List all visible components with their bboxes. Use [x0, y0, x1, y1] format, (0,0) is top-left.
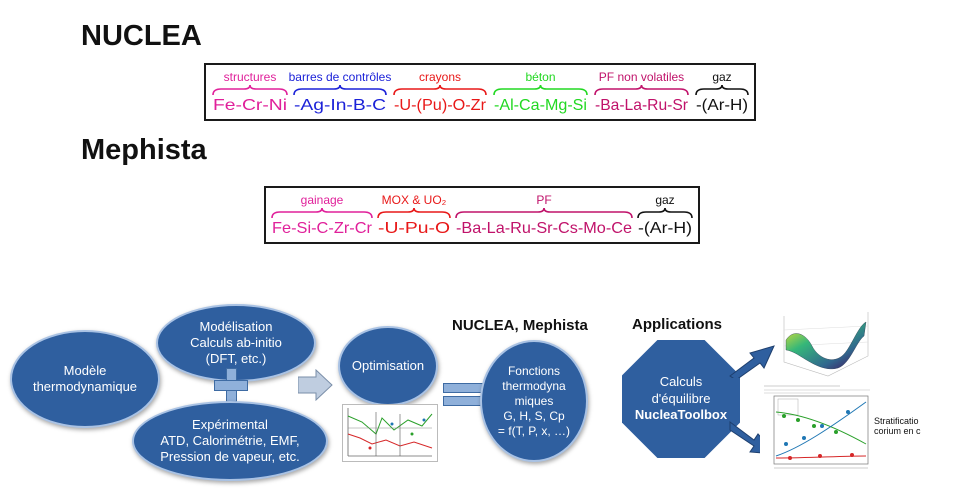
applications-heading: Applications — [632, 316, 723, 333]
mephista-group-label: PF — [536, 193, 551, 207]
arrow-up-right-icon — [729, 345, 775, 378]
mephista-group-elements: -(Ar-H) — [638, 220, 692, 237]
nuclea-group-label: béton — [525, 70, 555, 84]
nuclea-group-label: structures — [224, 70, 277, 84]
scatter-plot-thumbnail — [760, 382, 874, 472]
equals-icon — [443, 381, 483, 407]
plus-icon — [214, 368, 248, 402]
nuclea-group-elements: -Ba-La-Ru-Sr — [595, 97, 689, 114]
experimental-node: Expérimental ATD, Calorimétrie, EMF, Pre… — [132, 401, 328, 481]
mephista-group-elements: -U-Pu-O — [378, 220, 450, 237]
mephista-group-label: gaz — [655, 193, 674, 207]
nuclea-group-brace — [393, 84, 487, 96]
mephista-group-label: MOX & UO₂ — [382, 193, 447, 207]
nuclea-group-elements: Fe-Cr-Ni — [213, 97, 287, 114]
mephista-group-brace — [637, 207, 693, 219]
nuclea-group-elements: -Al-Ca-Mg-Si — [494, 97, 587, 114]
calculs-equilibre-node: Calculs d'équilibre NucleaToolbox — [622, 340, 740, 458]
mephista-title: Mephista — [81, 134, 207, 166]
nuclea-group-label: barres de contrôles — [289, 70, 392, 84]
mephista-group-brace — [455, 207, 633, 219]
fonctions-thermodynamiques-node: Fonctions thermodyna miques G, H, S, Cp … — [480, 340, 588, 462]
mephista-group-brace — [377, 207, 451, 219]
modele-thermodynamique-node: Modèle thermodynamique — [10, 330, 160, 428]
stratification-label: Stratificatio corium en c — [874, 416, 921, 437]
arrow-right-icon — [298, 369, 333, 401]
nuclea-group-label: PF non volatiles — [599, 70, 684, 84]
nuclea-group-brace — [293, 84, 387, 96]
nuclea-group-brace — [493, 84, 588, 96]
phase-diagram-thumbnail — [342, 404, 438, 462]
databases-heading: NUCLEA, Mephista — [452, 317, 588, 334]
nuclea-title: NUCLEA — [81, 20, 202, 52]
mephista-group-elements: -Ba-La-Ru-Sr-Cs-Mo-Ce — [456, 220, 632, 237]
nuclea-group-brace — [695, 84, 749, 96]
mephista-group-elements: Fe-Si-C-Zr-Cr — [272, 220, 373, 237]
nuclea-group-label: gaz — [712, 70, 731, 84]
nuclea-group-elements: -(Ar-H) — [696, 97, 748, 114]
optimisation-node: Optimisation — [338, 326, 438, 406]
nuclea-group-elements: -U-(Pu)-O-Zr — [394, 97, 487, 114]
nuclea-group-label: crayons — [419, 70, 461, 84]
nuclea-group-brace — [212, 84, 288, 96]
mephista-group-brace — [271, 207, 373, 219]
nuclea-group-elements: -Ag-In-B-C — [294, 97, 386, 114]
mephista-group-label: gainage — [301, 193, 344, 207]
nuclea-group-brace — [594, 84, 689, 96]
surface-plot-thumbnail — [776, 306, 872, 378]
